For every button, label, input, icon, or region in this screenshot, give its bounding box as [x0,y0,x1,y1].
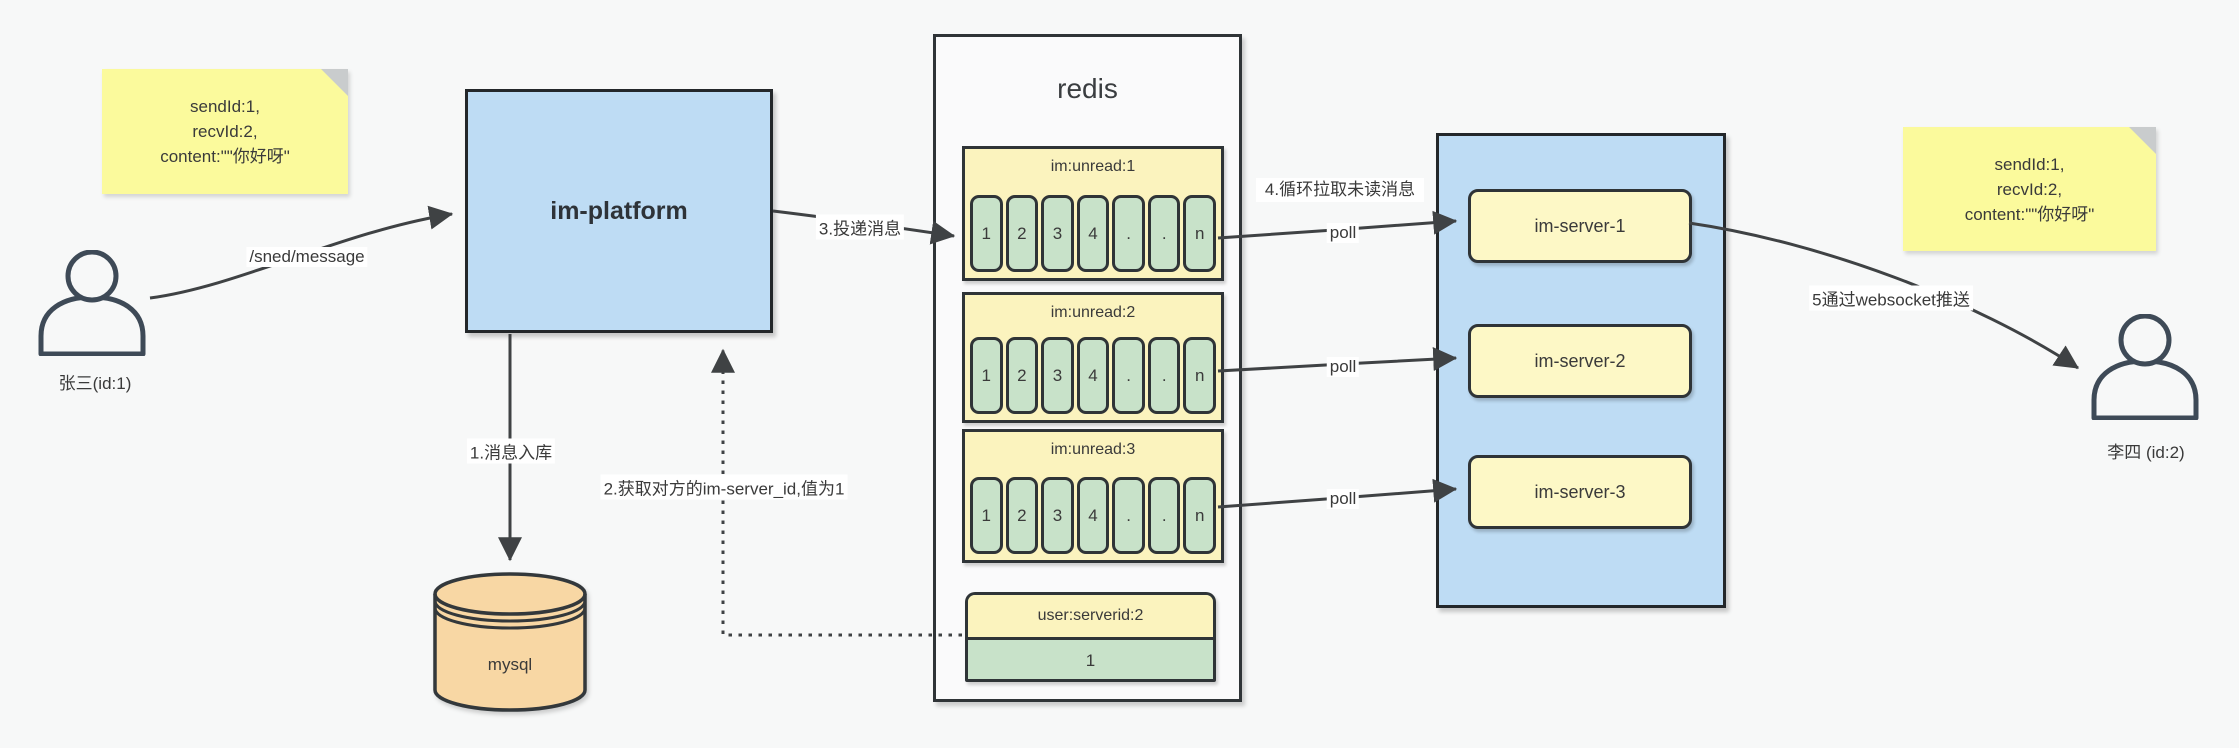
queue-cell: 4 [1076,337,1110,414]
note-fold-icon [321,69,348,96]
user-serverid-box: user:serverid:2 1 [965,592,1216,682]
redis-title: redis [1057,73,1118,104]
edge-label-step5: 5通过websocket推送 [1809,285,1973,311]
queue-cell: n [1183,477,1217,554]
queue-cells: 1 2 3 4 . . n [970,337,1217,414]
im-server-3-box: im-server-3 [1468,455,1692,529]
queue-cell: 4 [1076,195,1110,272]
note-line: recvId:2, [192,122,258,141]
note-line: recvId:2, [1996,179,2063,199]
im-server-1-box: im-server-1 [1468,189,1692,263]
queue-cell: . [1147,195,1181,272]
queue-cell: 1 [970,337,1003,414]
im-platform-box: im-platform [465,89,773,333]
person-sender-label: 张三(id:1) [58,374,132,393]
mysql-cylinder: mysql [433,572,587,712]
edge-label-send: /sned/message [246,247,368,267]
sticky-note-right: sendId:1, recvId:2, content:""你好呀" [1903,127,2156,251]
edge-label-poll-2: poll [1326,357,1360,377]
sticky-note-left: sendId:1, recvId:2, content:""你好呀" [102,69,348,194]
mysql-label: mysql [488,655,532,674]
im-server-2-box: im-server-2 [1468,324,1692,398]
im-server-group: im-server-1 im-server-2 im-server-3 [1436,133,1726,608]
person-receiver-label: 李四 (id:2) [2107,443,2185,462]
queue-cell: 4 [1076,477,1110,554]
note-line: content:""你好呀" [160,147,290,166]
queue-cell: n [1183,337,1217,414]
person-receiver-icon [2091,314,2199,420]
queue-cells: 1 2 3 4 . . n [970,195,1217,272]
queue-cell: . [1147,477,1181,554]
edge-label-step4: 4.循环拉取未读消息 [1256,178,1424,202]
queue-cell: 3 [1041,195,1074,272]
edge-label-step3: 3.投递消息 [815,214,905,240]
note-fold-icon [2129,127,2156,154]
queue-cell: 2 [1005,477,1039,554]
note-line: sendId:1, [190,97,260,116]
redis-container: redis im:unread:1 1 2 3 4 . . n im:unrea… [933,34,1242,702]
queue-cell: 2 [1005,337,1039,414]
user-serverid-title: user:serverid:2 [968,595,1213,640]
queue-cell: 3 [1041,337,1074,414]
queue-cell: 1 [970,195,1003,272]
queue-cell: . [1112,337,1145,414]
queue-title: im:unread:1 [1050,158,1136,175]
queue-cell: 1 [970,477,1003,554]
queue-cell: . [1112,195,1145,272]
queue-cell: 3 [1041,477,1074,554]
note-line: sendId:1, [1994,154,2065,174]
queue-cell: . [1112,477,1145,554]
edge-label-step1: 1.消息入库 [466,438,556,464]
queue-im-unread-2: im:unread:2 1 2 3 4 . . n [962,292,1224,423]
queue-cell: . [1147,337,1181,414]
person-sender-icon [38,250,146,356]
queue-title: im:unread:2 [1050,304,1136,321]
edge-label-poll-1: poll [1326,223,1360,243]
note-line: content:""你好呀" [1964,204,2095,224]
queue-cell: n [1183,195,1217,272]
queue-im-unread-1: im:unread:1 1 2 3 4 . . n [962,146,1224,281]
queue-title: im:unread:3 [1050,441,1136,458]
edge-label-poll-3: poll [1326,489,1360,509]
queue-cell: 2 [1005,195,1039,272]
edge-label-step2: 2.获取对方的im-server_id,值为1 [600,474,848,500]
user-serverid-value: 1 [1085,651,1096,670]
queue-cells: 1 2 3 4 . . n [970,477,1217,554]
im-platform-label: im-platform [550,196,688,225]
queue-im-unread-3: im:unread:3 1 2 3 4 . . n [962,429,1224,563]
